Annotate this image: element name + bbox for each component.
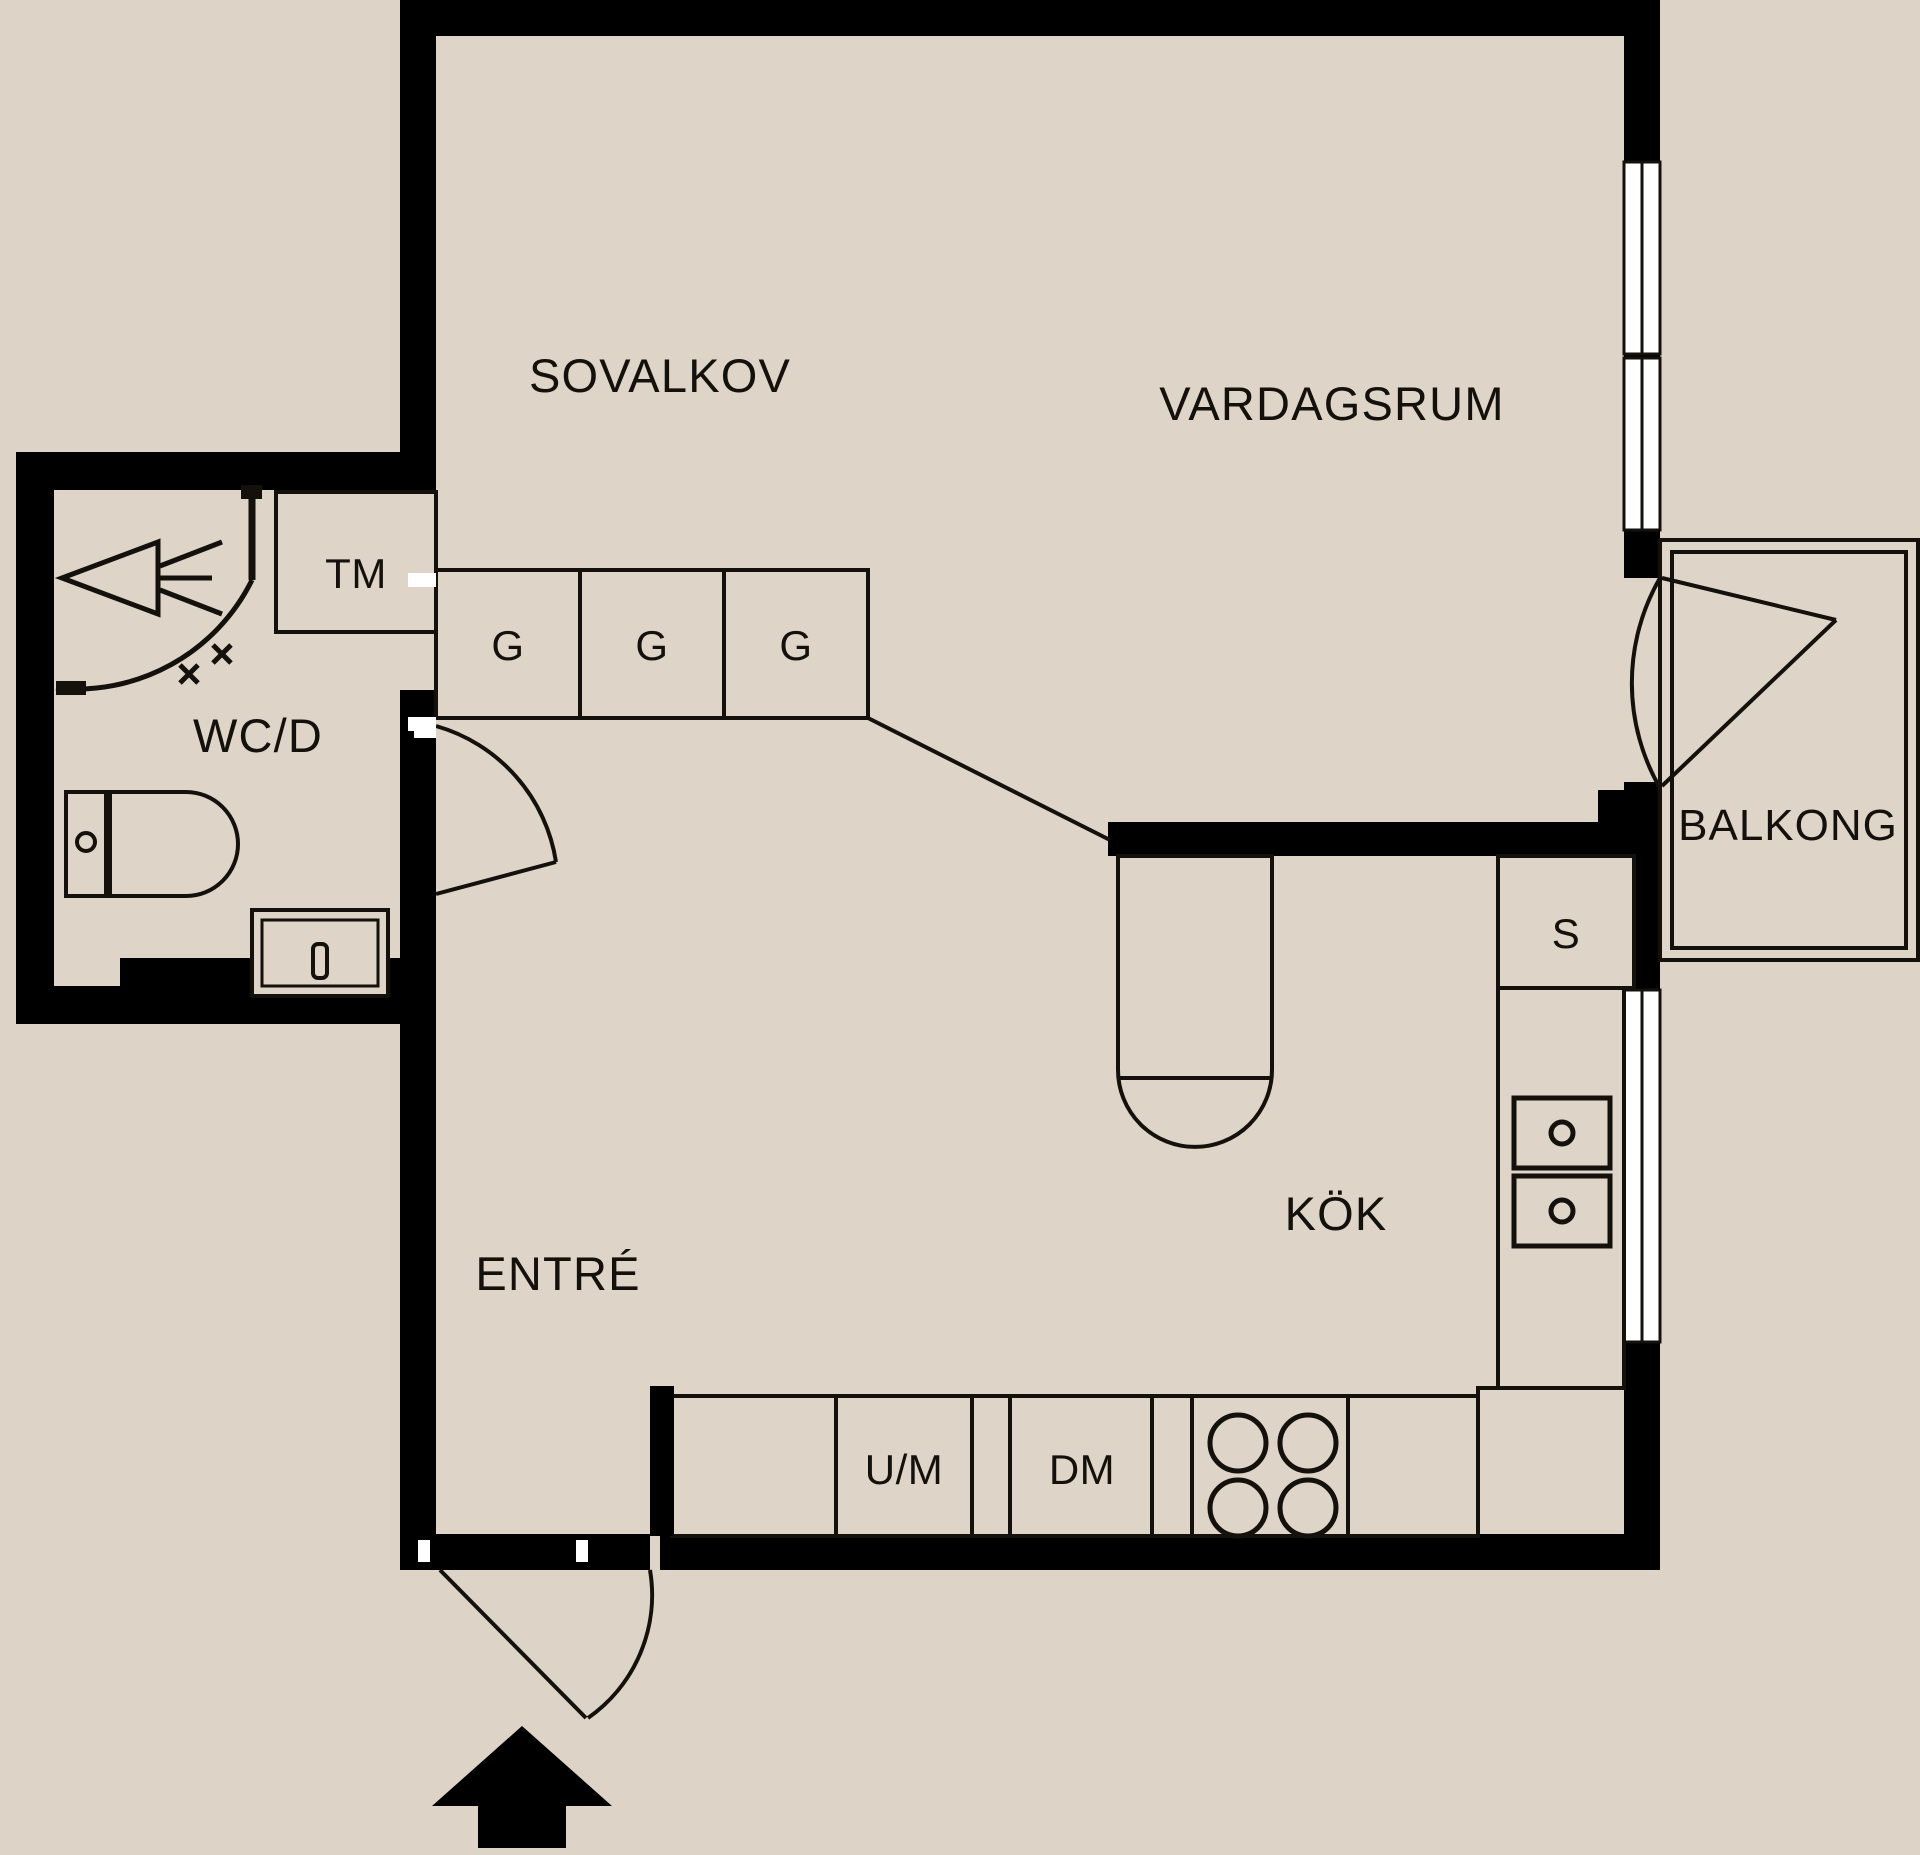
room-label-balkong: BALKONG — [1678, 801, 1898, 850]
diagonal-partition — [867, 716, 1111, 842]
exterior-walls — [16, 0, 1660, 1570]
window-living-lower — [1622, 356, 1662, 532]
wardrobe-run: G G G — [434, 568, 870, 720]
room-label-kok: KÖK — [1285, 1187, 1388, 1240]
window-living-upper — [1622, 160, 1662, 356]
sink-icon — [1511, 1095, 1613, 1249]
wardrobe-2-label: G — [635, 622, 668, 669]
shower-screen — [55, 485, 262, 695]
windows — [1622, 160, 1662, 1344]
wc-fixtures: TM — [54, 485, 438, 998]
window-kitchen — [1622, 988, 1662, 1344]
balcony-structure — [1629, 538, 1920, 962]
pantry-unit: S — [1496, 854, 1636, 990]
washing-machine-label: TM — [325, 550, 387, 597]
room-label-sovalkov: SOVALKOV — [529, 349, 791, 402]
door-sovalkov — [408, 573, 558, 896]
room-label-wc: WC/D — [193, 709, 323, 762]
entrance-door — [418, 1540, 655, 1720]
washing-machine-unit: TM — [274, 490, 438, 634]
shower-icon — [54, 538, 223, 618]
entrance-arrow — [432, 1726, 612, 1848]
washbasin-icon — [250, 908, 390, 998]
pantry-label: S — [1552, 910, 1581, 957]
oven-microwave-label: U/M — [865, 1446, 944, 1493]
dishwasher-label: DM — [1049, 1446, 1115, 1493]
wardrobe-1-label: G — [491, 622, 524, 669]
room-labels: SOVALKOV VARDAGSRUM WC/D ENTRÉ KÖK BALKO… — [193, 349, 1898, 1300]
kitchen-fittings: S U/M DM — [650, 854, 1636, 1539]
wardrobe-3-label: G — [779, 622, 812, 669]
room-label-entre: ENTRÉ — [475, 1247, 640, 1300]
fridge-icon — [1116, 854, 1274, 1149]
kitchen-counter-bottom: U/M DM — [670, 1394, 1480, 1539]
hob-icon — [1207, 1412, 1339, 1539]
toilet-icon — [64, 790, 240, 898]
room-label-vardagsrum: VARDAGSRUM — [1159, 377, 1504, 430]
